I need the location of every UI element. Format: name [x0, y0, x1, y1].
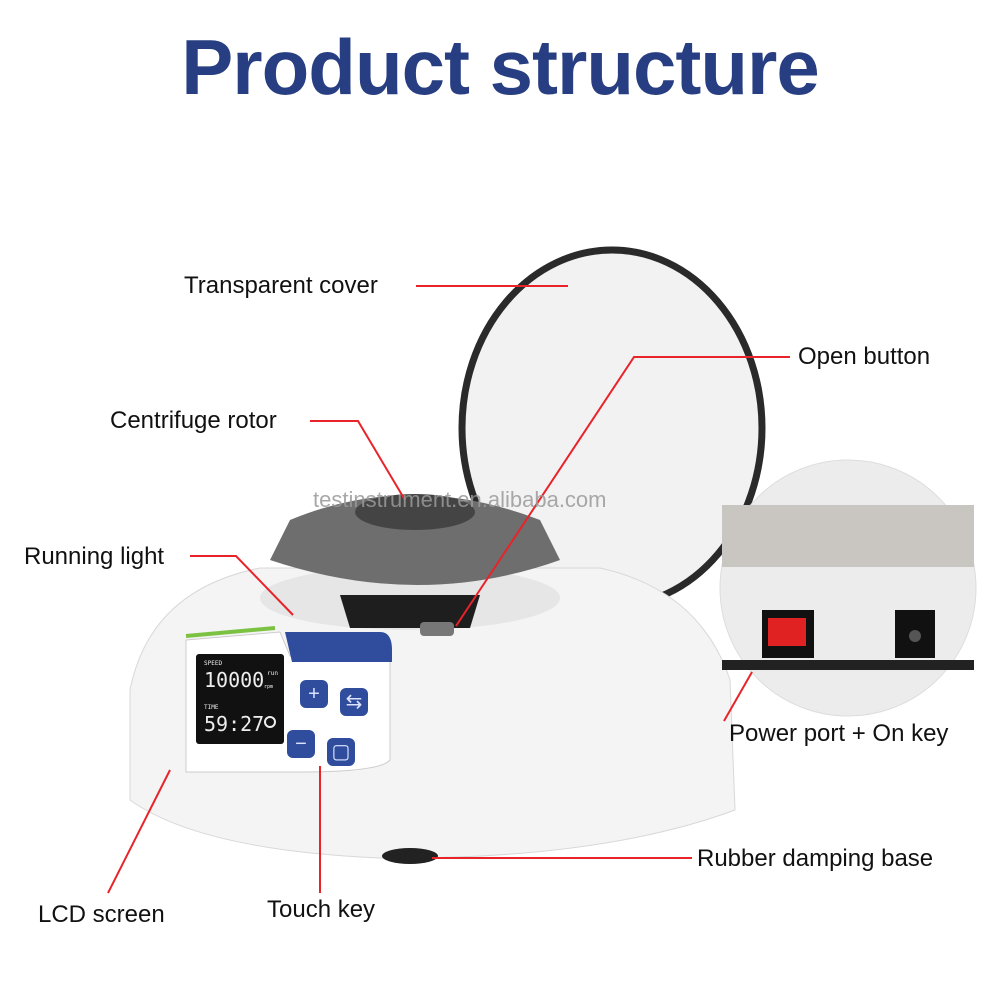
- stop-key[interactable]: ▢: [327, 738, 355, 766]
- label-touch-key: Touch key: [267, 896, 376, 923]
- plus-key[interactable]: +: [300, 680, 328, 708]
- label-lcd-screen: LCD screen: [38, 901, 165, 928]
- speed-unit: rpm: [264, 684, 274, 690]
- minus-key[interactable]: −: [287, 730, 315, 758]
- clock-icon: [264, 716, 276, 728]
- speed-label: SPEED: [204, 660, 223, 667]
- switch-key[interactable]: ⇆: [340, 688, 368, 716]
- time-label: TIME: [204, 704, 219, 711]
- label-transparent-cover: Transparent cover: [184, 272, 378, 299]
- label-power-port: Power port + On key: [729, 720, 949, 747]
- label-centrifuge-rotor: Centrifuge rotor: [110, 407, 277, 434]
- time-value: 59:27: [204, 712, 265, 736]
- speed-value: 10000: [204, 668, 265, 692]
- watermark: testinstrument.en.alibaba.com: [313, 487, 607, 512]
- label-running-light: Running light: [24, 543, 165, 570]
- page-title: Product structure: [181, 23, 819, 111]
- lcd-screen: SPEED 10000 run rpm TIME 59:27: [196, 654, 284, 744]
- status-text: run: [267, 670, 278, 677]
- label-open-button: Open button: [798, 343, 931, 370]
- label-rubber-base: Rubber damping base: [697, 845, 934, 872]
